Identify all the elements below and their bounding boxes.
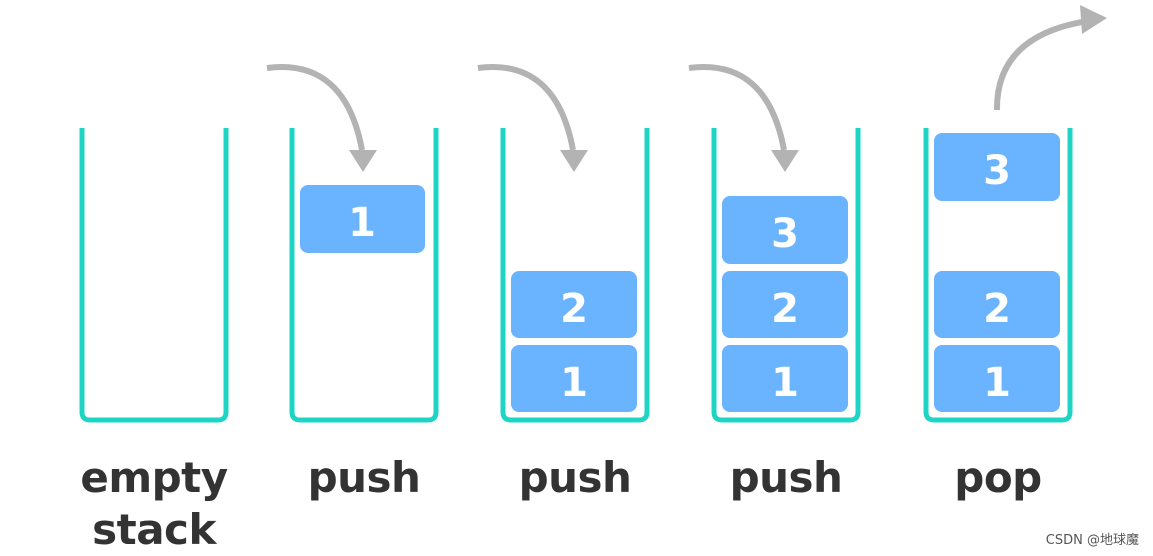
stack-block — [934, 345, 1060, 412]
label-line: push — [307, 453, 421, 502]
stack-push-2: 2 1 — [477, 64, 650, 423]
stack-container — [289, 128, 439, 423]
label-line: empty — [80, 453, 228, 502]
stack-block — [300, 185, 425, 253]
stack-block-value: 2 — [983, 286, 1011, 332]
stack-block-value: 3 — [771, 211, 799, 257]
pop-arrowhead-icon — [1080, 5, 1107, 34]
stack-label-empty: empty stack — [64, 452, 244, 556]
stack-label-push: push — [696, 452, 876, 504]
stack-block-value: 2 — [560, 286, 588, 332]
watermark: CSDN @地球魔 — [1045, 533, 1139, 548]
stack-label-push: push — [485, 452, 665, 504]
stack-container — [500, 128, 650, 423]
push-arrow-icon — [688, 64, 787, 151]
stack-block — [722, 345, 848, 412]
stack-block-value: 2 — [771, 286, 799, 332]
stack-block — [934, 271, 1060, 338]
label-line: pop — [954, 453, 1042, 502]
stack-block — [722, 196, 848, 264]
push-arrowhead-icon — [349, 150, 377, 172]
stack-empty — [79, 128, 229, 423]
stack-container — [711, 128, 861, 423]
stack-label-pop: pop — [908, 452, 1088, 504]
stack-block-value: 1 — [983, 360, 1011, 406]
stack-block-value: 1 — [771, 360, 799, 406]
push-arrow-icon — [477, 64, 576, 151]
label-line: push — [518, 453, 632, 502]
stack-push-3: 3 2 1 — [688, 64, 861, 423]
popped-block-value: 3 — [983, 148, 1011, 194]
stack-container — [923, 128, 1073, 423]
stack-block-value: 1 — [560, 360, 588, 406]
label-line: stack — [92, 505, 216, 554]
label-line: push — [729, 453, 843, 502]
push-arrowhead-icon — [560, 150, 588, 172]
push-arrow-icon — [266, 64, 365, 151]
stack-push-1: 1 — [266, 64, 439, 423]
stack-block-value: 1 — [348, 200, 376, 246]
stack-block — [511, 271, 637, 338]
push-arrowhead-icon — [771, 150, 799, 172]
stack-pop: 3 2 1 — [923, 5, 1107, 423]
pop-arrow-icon — [993, 19, 1083, 111]
stack-block — [722, 271, 848, 338]
stack-container — [79, 128, 229, 423]
stack-label-push: push — [274, 452, 454, 504]
popped-block — [934, 133, 1060, 201]
stack-block — [511, 345, 637, 412]
